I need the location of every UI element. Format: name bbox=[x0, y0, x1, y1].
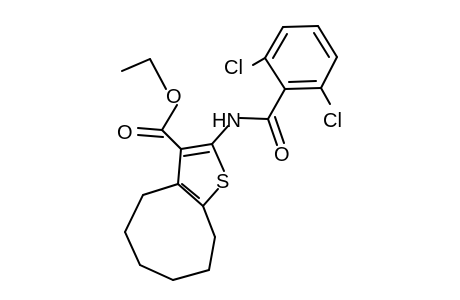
bond-amide-c-o-double-a bbox=[267, 118, 278, 146]
bond-oct-3 bbox=[124, 231, 141, 266]
bond-ar-2-inner bbox=[272, 33, 288, 59]
bond-ar-4-inner bbox=[313, 32, 330, 58]
amide-group bbox=[211, 88, 286, 146]
bond-oct-6 bbox=[208, 236, 216, 271]
bond-c2-n bbox=[211, 125, 229, 145]
bond-ester-c-o-double-2 bbox=[137, 134, 164, 138]
bond-ar-2 bbox=[264, 26, 284, 59]
dichlorophenyl-ring bbox=[252, 25, 338, 105]
bond-c3-c2-double-a bbox=[180, 143, 213, 150]
thiophene-ring bbox=[177, 143, 225, 207]
amide-carbonyl-oxygen-label: O bbox=[274, 144, 290, 166]
bond-oct-2 bbox=[124, 194, 144, 233]
bond-ethyl-ch2-o bbox=[149, 58, 167, 90]
bond-oct-1 bbox=[142, 183, 179, 196]
bond-c7a-c3a-double-b bbox=[181, 183, 200, 199]
bond-oct-5 bbox=[172, 269, 210, 281]
bond-ar-3 bbox=[282, 25, 319, 28]
bond-ethyl-ch3 bbox=[121, 58, 151, 72]
bond-c-cl-lower bbox=[320, 87, 331, 105]
bond-c3-c2-double-b bbox=[183, 151, 210, 157]
bond-ar-5 bbox=[320, 56, 338, 89]
bond-oct-4 bbox=[139, 264, 174, 281]
ethyl-ester-group bbox=[121, 58, 182, 150]
bond-c3a-c3 bbox=[177, 148, 182, 185]
bond-oct-7 bbox=[202, 205, 216, 238]
bond-ar-1 bbox=[264, 57, 286, 90]
cyclooctane-ring bbox=[124, 183, 216, 281]
chlorine-lower-label: Cl bbox=[323, 110, 342, 132]
bond-s-c7a bbox=[202, 188, 219, 207]
bond-n-carbonyl-c bbox=[239, 117, 269, 120]
bond-c-cl-upper bbox=[252, 57, 266, 66]
bond-c7a-c3a-double-a bbox=[177, 183, 204, 207]
ester-ether-oxygen-label: O bbox=[166, 86, 182, 108]
ester-carbonyl-oxygen-label: O bbox=[117, 122, 133, 144]
bond-c2-s bbox=[211, 143, 225, 172]
bond-ester-o-carbonyl-c bbox=[161, 104, 178, 131]
bond-ester-c-o-double-1 bbox=[137, 127, 163, 131]
amide-nitrogen-label: HN bbox=[212, 110, 241, 132]
bond-ar-6-inner bbox=[288, 80, 317, 83]
bond-ar-4 bbox=[317, 25, 338, 58]
ring-sulfur-label: S bbox=[216, 171, 229, 193]
bond-ester-c-ring bbox=[161, 129, 182, 150]
bond-amide-c-o-double-b bbox=[274, 116, 285, 144]
chlorine-upper-label: Cl bbox=[224, 57, 243, 79]
bond-amide-c-aryl bbox=[267, 88, 286, 120]
bond-ar-6 bbox=[284, 87, 322, 90]
